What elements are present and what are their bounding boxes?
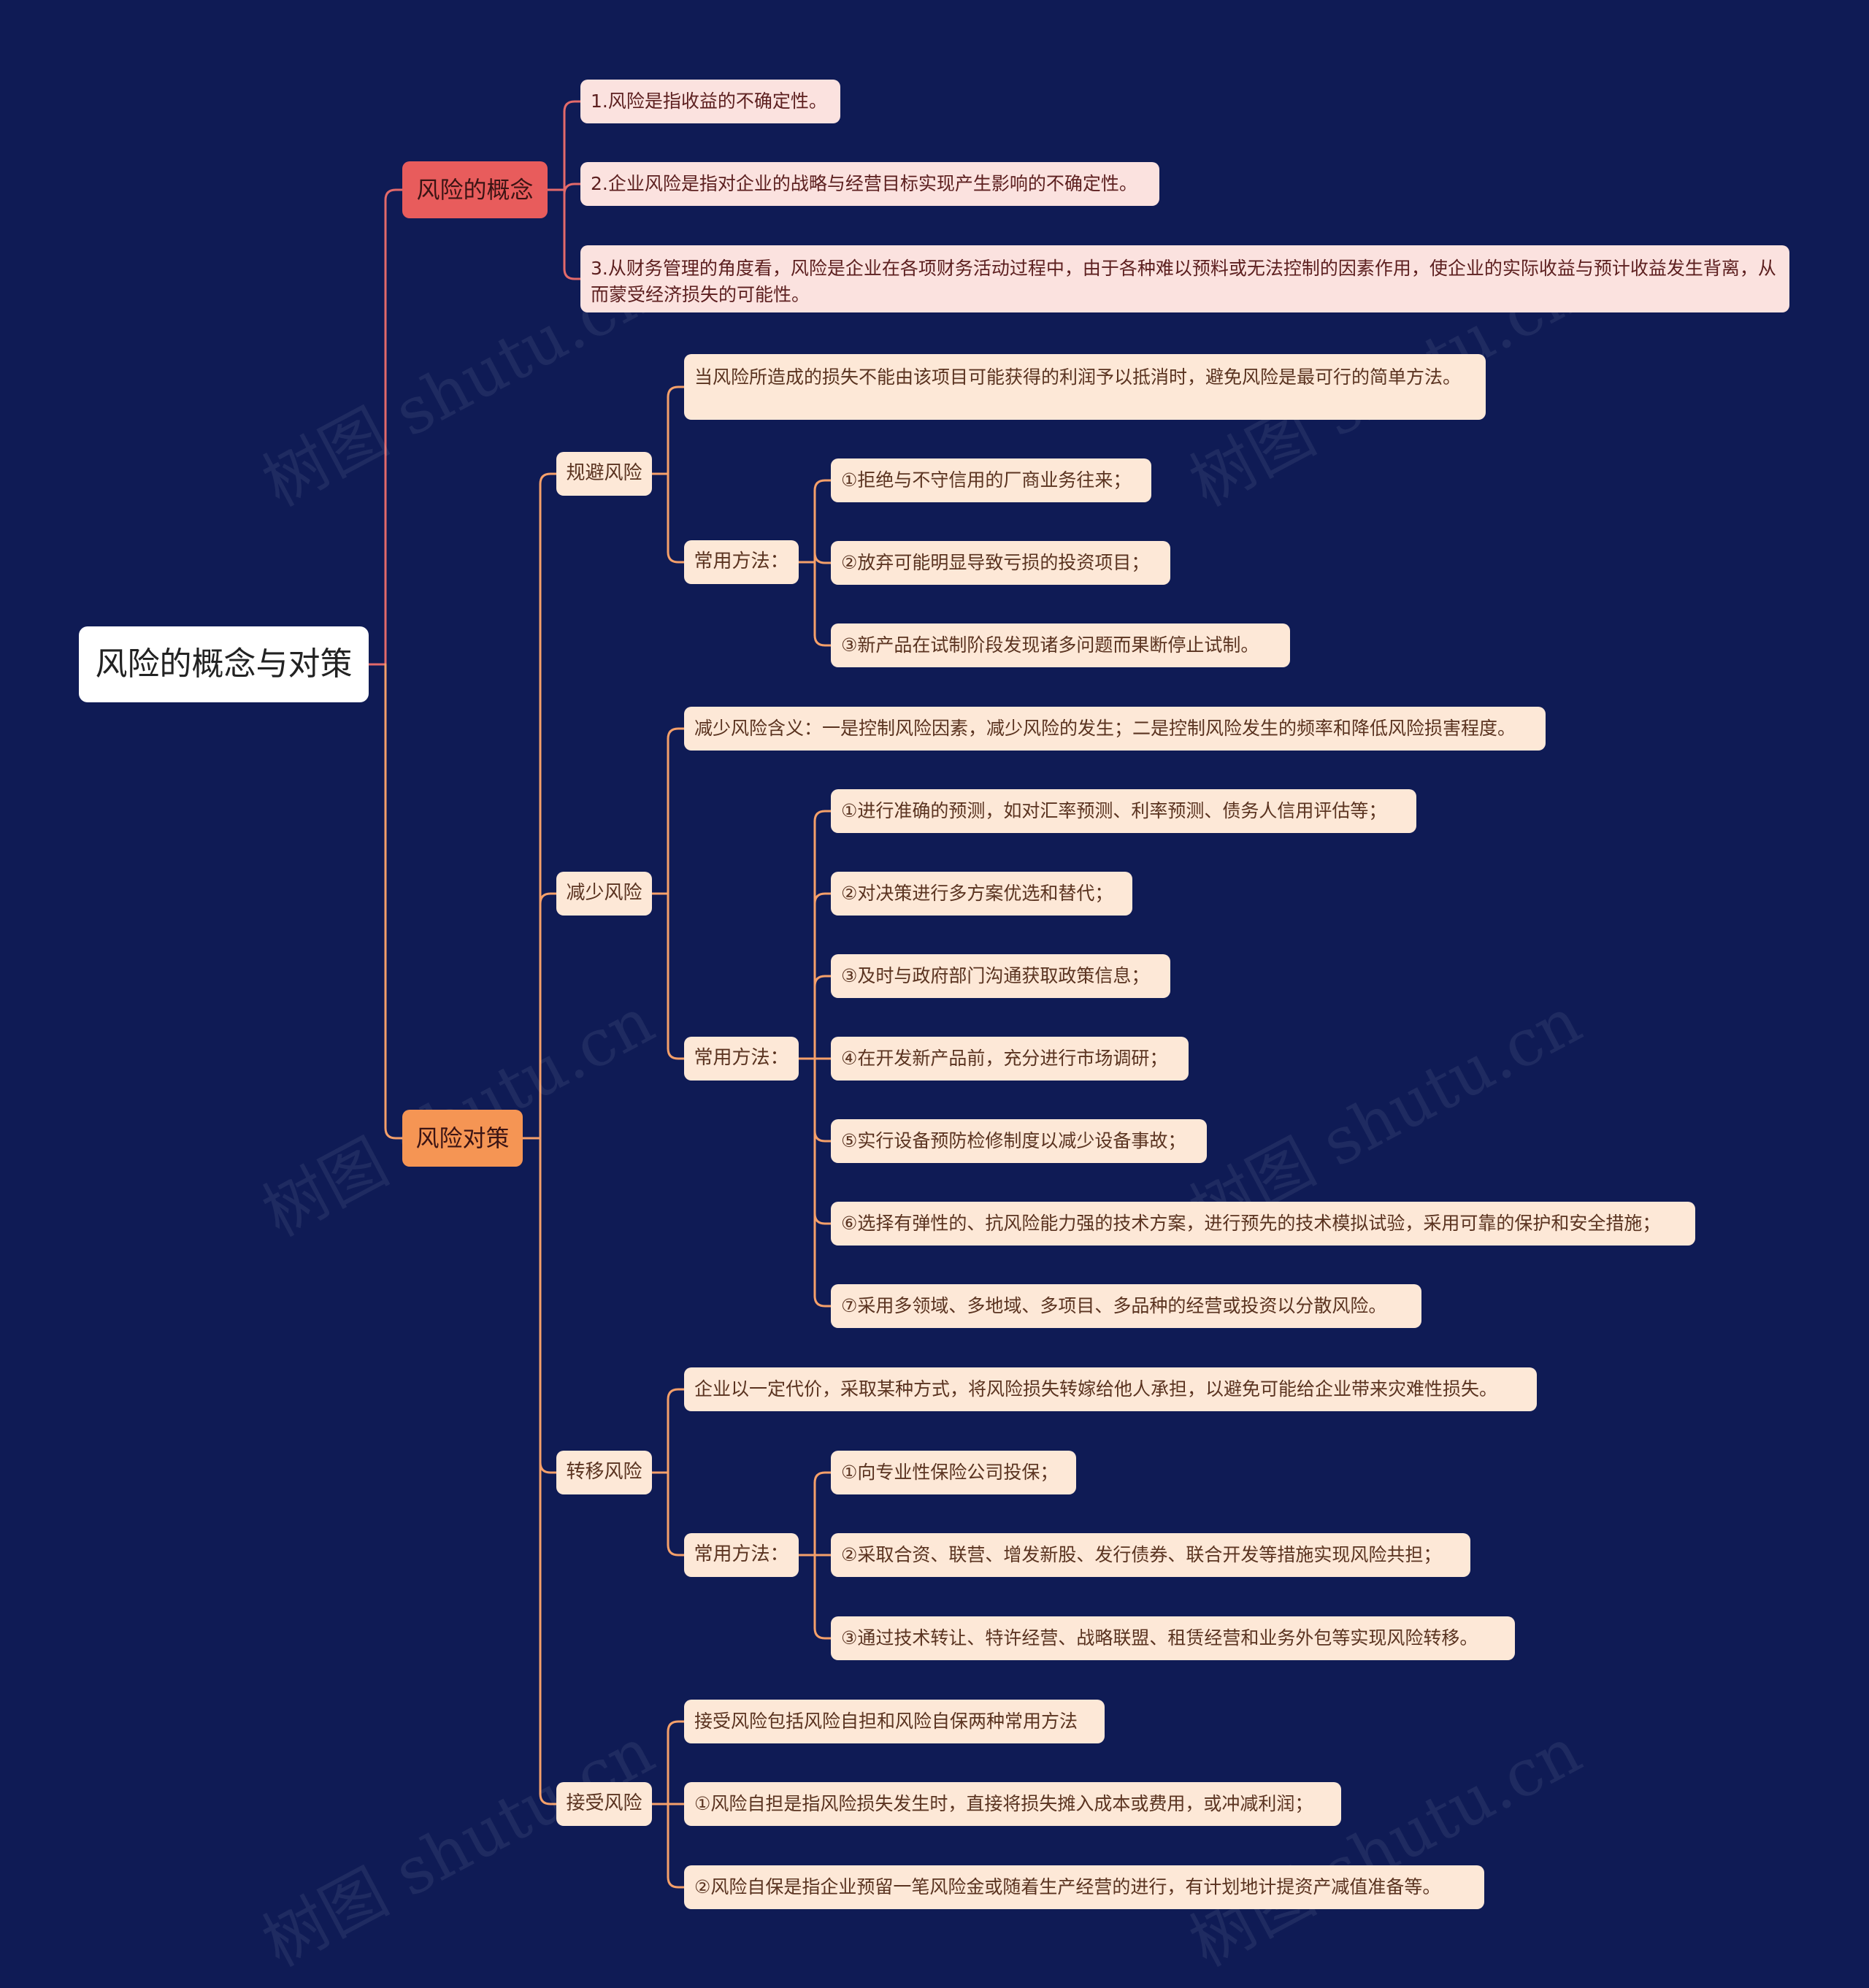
transfer-desc[interactable]: 企业以一定代价，采取某种方式，将风险损失转嫁给他人承担，以避免可能给企业带来灾难… — [684, 1367, 1537, 1411]
connector-line — [384, 663, 404, 1140]
reduce-risk-node[interactable]: 减少风险 — [556, 872, 652, 916]
concept-item[interactable]: 2.企业风险是指对企业的战略与经营目标实现产生影响的不确定性。 — [580, 162, 1159, 206]
reduce-method-item[interactable]: ①进行准确的预测，如对汇率预测、利率预测、债务人信用评估等； — [831, 789, 1416, 833]
connector-line — [813, 634, 832, 647]
reduce-desc[interactable]: 减少风险含义：一是控制风险因素，减少风险的发生；二是控制风险发生的频率和降低风险… — [684, 707, 1546, 751]
concept-item[interactable]: 3.从财务管理的角度看，风险是企业在各项财务活动过程中，由于各种难以预料或无法控… — [580, 245, 1789, 312]
root-node[interactable]: 风险的概念与对策 — [79, 626, 369, 702]
connector-line — [539, 472, 558, 486]
connector-line — [813, 1627, 832, 1640]
connector-line — [813, 1294, 832, 1308]
reduce-method-item[interactable]: ③及时与政府部门沟通获取政策信息； — [831, 954, 1170, 998]
transfer-method-item[interactable]: ③通过技术转让、特许经营、战略联盟、租赁经营和业务外包等实现风险转移。 — [831, 1616, 1515, 1660]
connector-line — [813, 1129, 832, 1143]
connector-line — [667, 385, 686, 399]
reduce-method-item[interactable]: ④在开发新产品前，充分进行市场调研； — [831, 1037, 1189, 1081]
connector-line — [563, 267, 582, 280]
reduce-method-item[interactable]: ⑦采用多领域、多地域、多项目、多品种的经营或投资以分散风险。 — [831, 1284, 1421, 1328]
connector-line — [813, 551, 832, 564]
connector-line — [667, 1876, 686, 1889]
concept-item[interactable]: 1.风险是指收益的不确定性。 — [580, 80, 840, 123]
concept-branch-node[interactable]: 风险的概念 — [402, 161, 548, 218]
strategy-branch-node[interactable]: 风险对策 — [402, 1110, 523, 1167]
accept-item[interactable]: 接受风险包括风险自担和风险自保两种常用方法 — [684, 1700, 1105, 1743]
connector-line — [667, 1388, 686, 1401]
connector-line — [563, 100, 582, 113]
avoid-risk-node[interactable]: 规避风险 — [556, 452, 652, 496]
accept-risk-node[interactable]: 接受风险 — [556, 1782, 652, 1826]
avoid-method-item[interactable]: ③新产品在试制阶段发现诸多问题而果断停止试制。 — [831, 623, 1290, 667]
avoid-methods-label[interactable]: 常用方法： — [684, 540, 799, 584]
reduce-method-item[interactable]: ②对决策进行多方案优选和替代； — [831, 872, 1132, 916]
transfer-method-item[interactable]: ①向专业性保险公司投保； — [831, 1451, 1076, 1494]
connector-line — [667, 1543, 686, 1557]
connector-line — [384, 188, 404, 666]
reduce-methods-label[interactable]: 常用方法： — [684, 1037, 799, 1081]
connector-line — [667, 1047, 686, 1060]
avoid-method-item[interactable]: ②放弃可能明显导致亏损的投资项目； — [831, 541, 1170, 585]
reduce-method-item[interactable]: ⑤实行设备预防检修制度以减少设备事故； — [831, 1119, 1207, 1163]
connector-line — [813, 810, 832, 823]
transfer-methods-label[interactable]: 常用方法： — [684, 1533, 799, 1577]
transfer-method-item[interactable]: ②采取合资、联营、增发新股、发行债券、联合开发等措施实现风险共担； — [831, 1533, 1470, 1577]
connector-line — [563, 183, 582, 196]
accept-item[interactable]: ②风险自保是指企业预留一笔风险金或随着生产经营的进行，有计划地计提资产减值准备等… — [684, 1865, 1484, 1909]
connector-line — [813, 1212, 832, 1225]
connector-line — [667, 727, 686, 740]
avoid-desc[interactable]: 当风险所造成的损失不能由该项目可能获得的利润予以抵消时，避免风险是最可行的简单方… — [684, 354, 1486, 420]
reduce-method-item[interactable]: ⑥选择有弹性的、抗风险能力强的技术方案，进行预先的技术模拟试验，采用可靠的保护和… — [831, 1202, 1695, 1246]
connector-line — [813, 1471, 832, 1484]
connector-line — [539, 892, 558, 905]
connector-line — [813, 975, 832, 988]
connector-line — [539, 1792, 558, 1805]
accept-item[interactable]: ①风险自担是指风险损失发生时，直接将损失摊入成本或费用，或冲减利润； — [684, 1782, 1341, 1826]
connector-line — [539, 1461, 558, 1474]
connector-line — [813, 479, 832, 492]
connector-line — [667, 550, 686, 564]
transfer-risk-node[interactable]: 转移风险 — [556, 1451, 652, 1494]
connector-line — [667, 1720, 686, 1733]
avoid-method-item[interactable]: ①拒绝与不守信用的厂商业务往来； — [831, 458, 1151, 502]
connector-line — [813, 892, 832, 905]
